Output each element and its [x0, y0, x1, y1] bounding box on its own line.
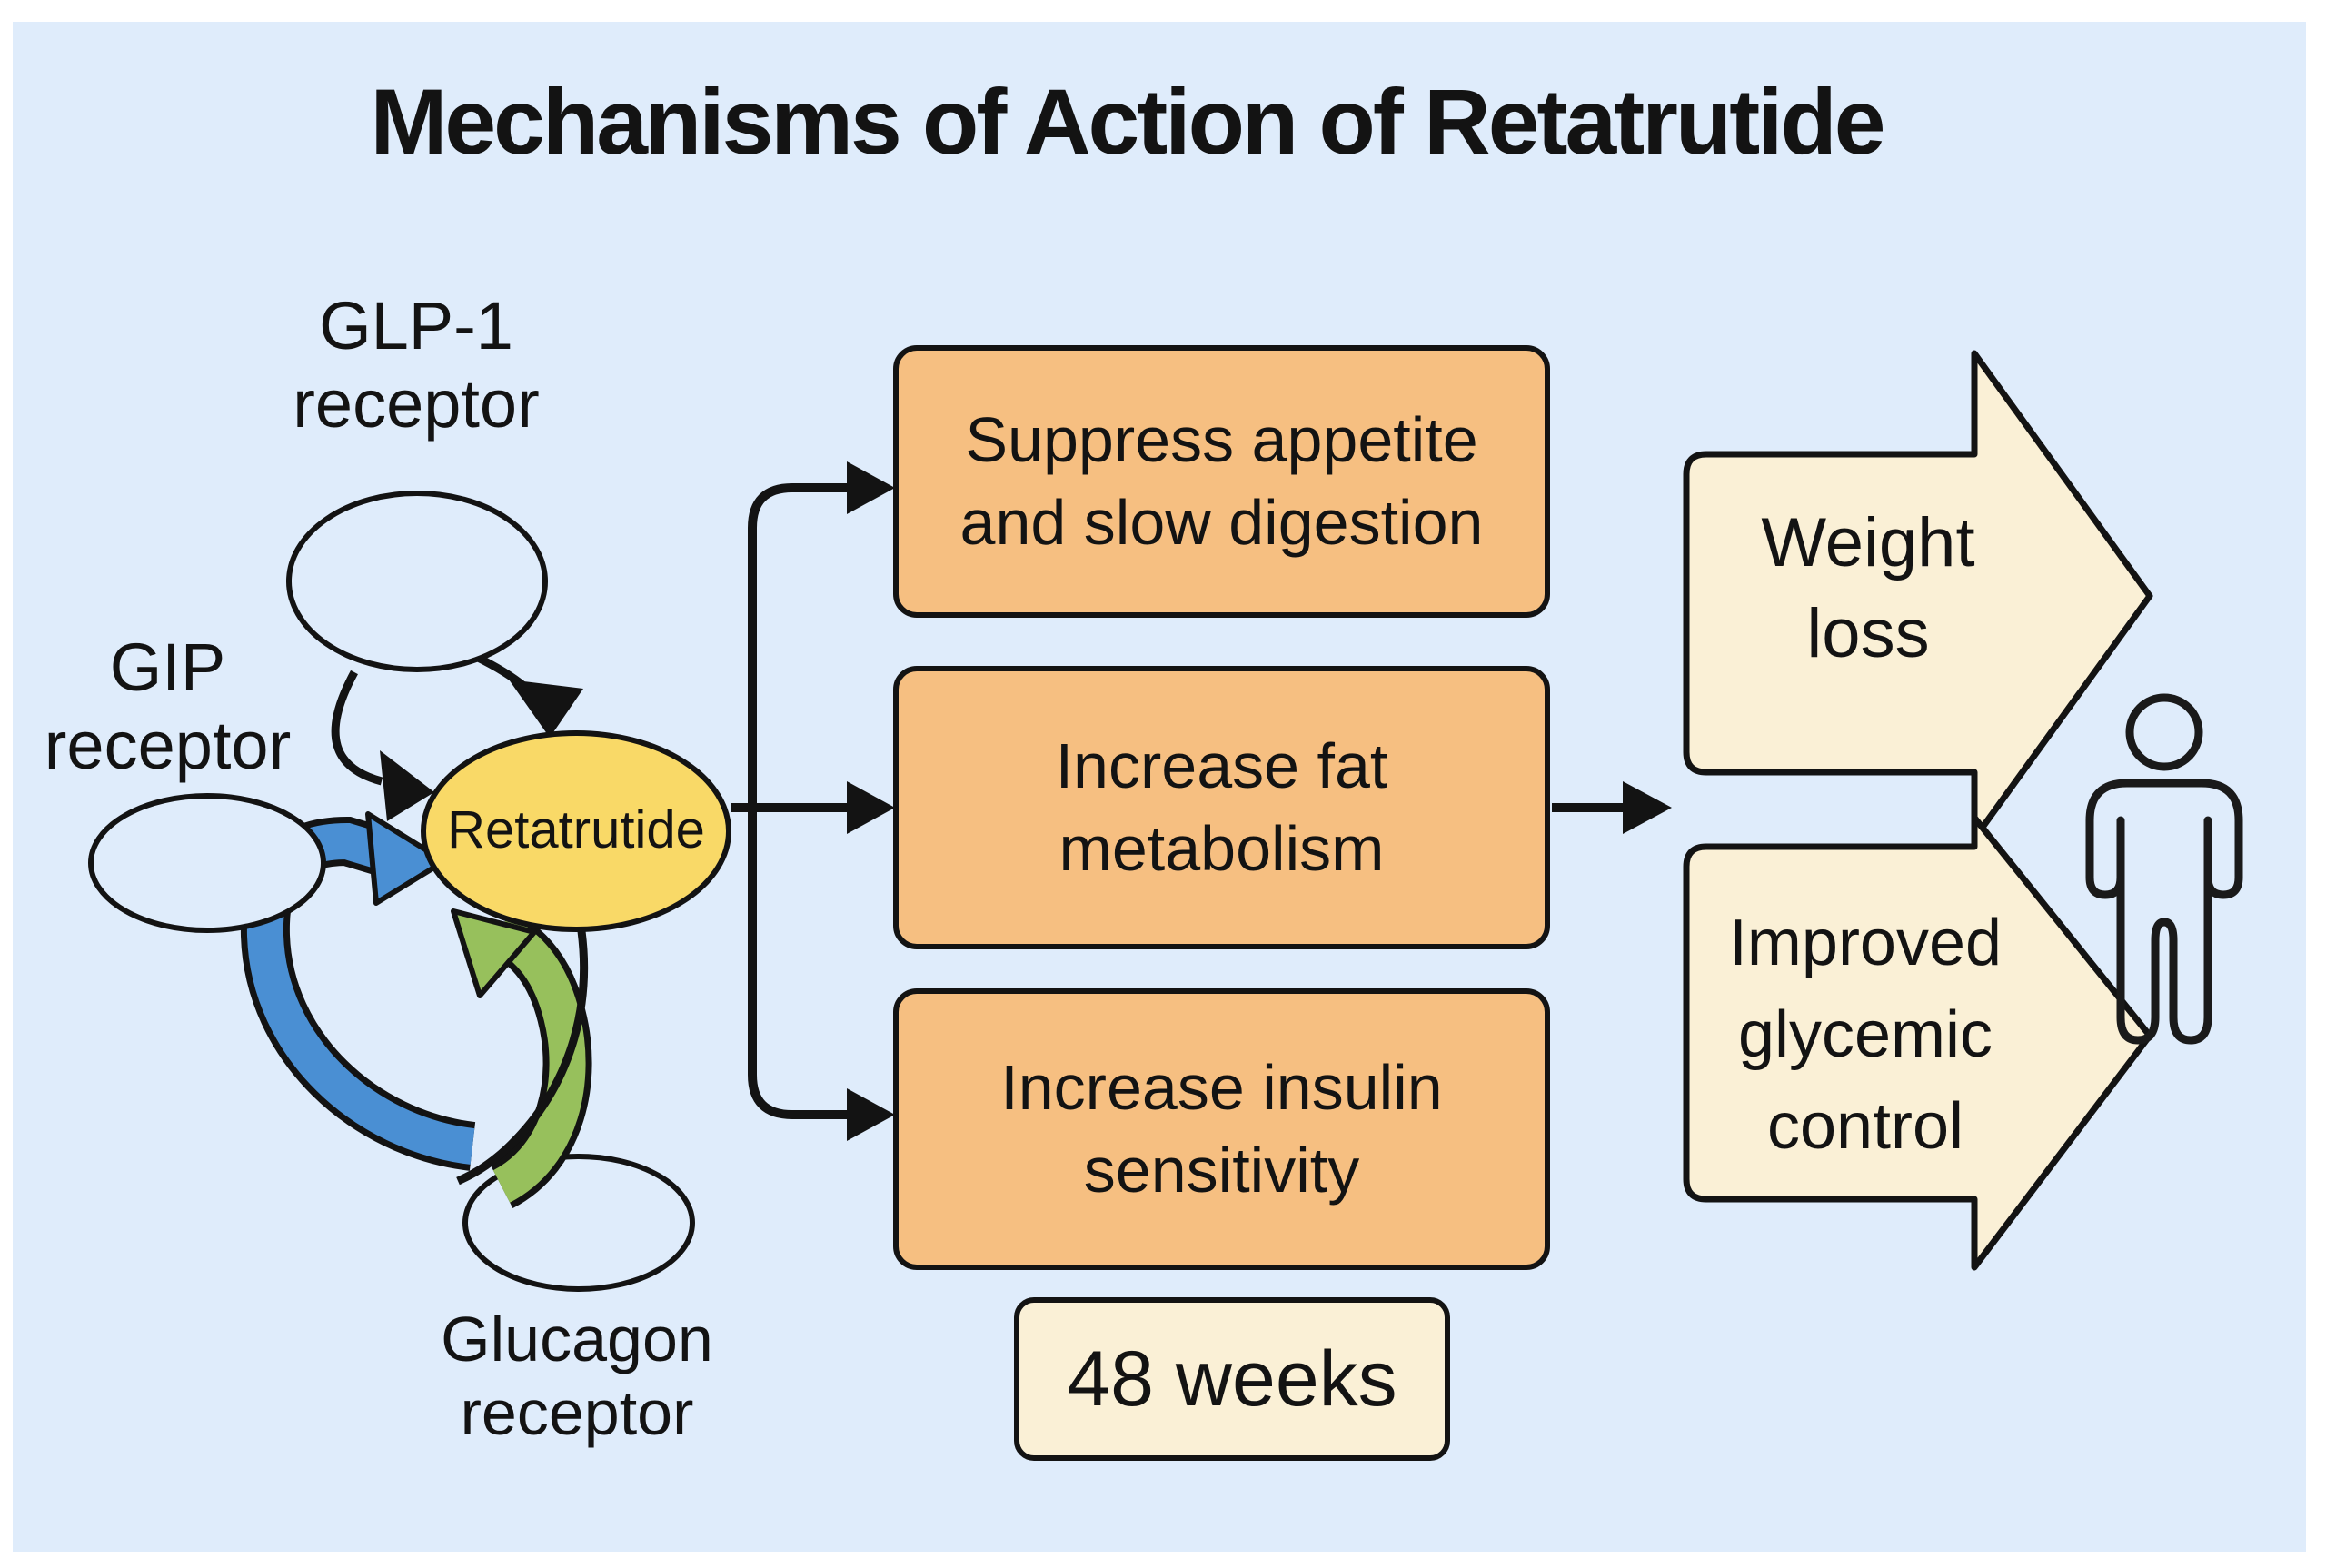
- gip-receptor-label: GIP receptor: [44, 630, 292, 783]
- figure-title: Mechanisms of Action of Retatrutide: [370, 70, 1885, 174]
- effects-outcomes-arrow: [1552, 781, 1672, 834]
- glp1-receptor-label: GLP-1 receptor: [293, 288, 540, 442]
- branch-connector: [731, 461, 895, 1141]
- drug-glucagon-curve: [456, 930, 589, 1186]
- person-icon: [2085, 693, 2243, 1045]
- duration-badge: 48 weeks: [1014, 1297, 1450, 1461]
- gip-receptor-ellipse: [88, 793, 326, 933]
- glucagon-arrow-icon: [451, 908, 592, 1208]
- effect-box-appetite: Suppress appetite and slow digestion: [893, 345, 1550, 618]
- glycemic-arrow-shape: [1683, 814, 2153, 1271]
- duration-label: 48 weeks: [1067, 1335, 1397, 1423]
- weight-loss-arrow-shape: [1683, 350, 2153, 842]
- effect-box-insulin-sensitivity: Increase insulin sensitivity: [893, 988, 1550, 1270]
- weight-loss-label: Weight loss: [1761, 504, 1975, 673]
- effect-box-fat-metabolism: Increase fat metabolism: [893, 666, 1550, 949]
- glucagon-receptor-label: Glucagon receptor: [441, 1304, 713, 1449]
- glycemic-control-label: Improved glycemic control: [1728, 907, 2003, 1163]
- drug-node-ellipse: [421, 730, 731, 932]
- glp1-receptor-ellipse: [286, 491, 548, 672]
- glp1-arrow-icon: [331, 651, 583, 821]
- drug-node-label: Retatrutide: [447, 800, 705, 859]
